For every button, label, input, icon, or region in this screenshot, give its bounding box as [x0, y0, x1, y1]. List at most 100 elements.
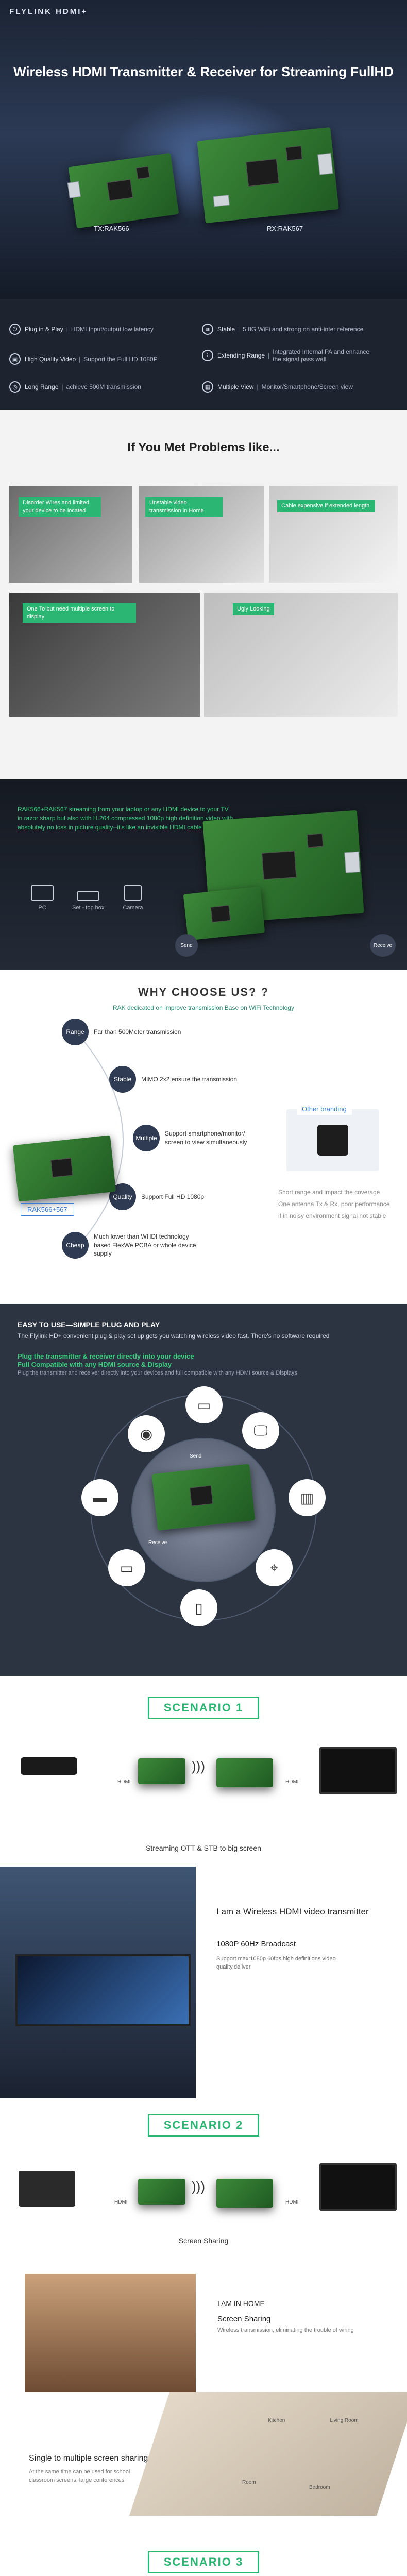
feature-multiview: ▦ Multiple View|Monitor/Smartphone/Scree… [202, 381, 403, 393]
rx-board-image [197, 127, 339, 224]
home-multi-desc: At the same time can be used for school … [29, 2469, 130, 2483]
showcase-section: RAK566+RAK567 streaming from your laptop… [0, 779, 407, 970]
showcase-text: RAK566+RAK567 streaming from your laptop… [18, 806, 233, 831]
easy-send-label: Send [190, 1453, 202, 1459]
settop-box-icon: ▬ [81, 1479, 118, 1516]
room-label: Room [242, 2480, 256, 2485]
promo-spec: 1080P 60Hz Broadcast [216, 1940, 296, 1948]
home-photo [25, 2274, 196, 2392]
problem-tag: Unstable video transmission in Home [145, 497, 223, 517]
problem-tag: Disorder Wires and limited your device t… [19, 497, 101, 517]
rak-board-image [12, 1135, 116, 1202]
why-title: WHY CHOOSE US? ? [138, 986, 269, 998]
easy-text: The Flylink HD+ convenient plug & play s… [18, 1332, 330, 1340]
device-stb: Set - top box [72, 885, 104, 911]
feature-quality: ▣ High Quality Video|Support the Full HD… [9, 353, 205, 365]
laptop-icon [31, 885, 54, 901]
hero-title: Wireless HDMI Transmitter & Receiver for… [13, 64, 394, 79]
hero-banner: FLYLINK HDMI+ Wireless HDMI Transmitter … [0, 0, 407, 299]
easy-subtext: Plug the transmitter and receiver direct… [18, 1370, 297, 1376]
hdmi-label-left: HDMI [117, 1779, 131, 1785]
scenario-1-title: SCENARIO 1 [0, 1697, 407, 1719]
wifi-icon: ≋ [202, 324, 213, 335]
scenario-3-section: SCENARIO 3 [0, 2521, 407, 2576]
problem-tag: Cable expensive if extended length [277, 500, 375, 512]
feature-plug: ⏻ Plug in & Play|HDMI Input/output low l… [9, 324, 205, 335]
gamepad-icon: ⌖ [256, 1549, 293, 1586]
brand-logo: FLYLINK HDMI+ [9, 7, 88, 16]
scenario-2-section: SCENARIO 2 HDMI ))) HDMI Screen Sharing [0, 2098, 407, 2263]
projector-icon: ▭ [185, 1386, 223, 1423]
why-choose-section: WHY CHOOSE US? ? RAK dedicated on improv… [0, 970, 407, 1304]
easy-heading: EASY TO USE—SIMPLE PLUG AND PLAY [18, 1320, 160, 1329]
problems-section: If You Met Problems like... Disorder Wir… [0, 410, 407, 779]
feature-long-range: ◎ Long Range|achieve 500M transmission [9, 381, 205, 393]
device-camera: Camera [123, 885, 143, 911]
feature-strip: ⏻ Plug in & Play|HDMI Input/output low l… [0, 299, 407, 410]
problem-tag: One To but need multiple screen to displ… [23, 603, 136, 623]
wifi-signal-icon: ))) [192, 2179, 205, 2194]
speaker-icon: ▥ [289, 1479, 326, 1516]
device-pc: PC [31, 885, 54, 911]
antenna-icon: ⌇ [202, 350, 213, 361]
promo-section: I am a Wireless HDMI video transmitter 1… [0, 1867, 407, 2098]
room-label: Kitchen [268, 2418, 285, 2424]
easy-green-2: Full Compatible with any HDMI source & D… [18, 1361, 172, 1368]
home-multi-title: Single to multiple screen sharing [29, 2454, 148, 2463]
problems-title: If You Met Problems like... [127, 440, 280, 454]
device-list: PC Set - top box Camera [31, 885, 143, 911]
scenario2-rx-image [216, 2179, 273, 2208]
settop-box-icon [77, 891, 100, 901]
wifi-signal-icon: ))) [192, 1758, 205, 1774]
home-desc: Wireless transmission, eliminating the t… [217, 2327, 354, 2333]
other-branding-box: Other branding [286, 1103, 379, 1171]
problem-tag: Ugly Looking [233, 603, 274, 615]
receive-badge: Receive [370, 934, 396, 957]
dvd-player-image [21, 1757, 77, 1775]
scenario1-tx-image [138, 1758, 185, 1784]
room-label: Bedroom [309, 2485, 330, 2490]
easy-board-image [151, 1464, 256, 1531]
rak-label: RAK566+567 [21, 1203, 74, 1216]
laptop-image [19, 2171, 75, 2207]
why-arc [76, 1031, 124, 1249]
easy-green-1: Plug the transmitter & receiver directly… [18, 1352, 194, 1360]
tv-icon: ▭ [108, 1549, 145, 1586]
camera-icon [124, 885, 142, 901]
room-label: Living Room [330, 2418, 359, 2424]
scenario1-rx-image [216, 1758, 273, 1787]
send-badge: Send [175, 934, 198, 957]
hd-icon: ▣ [9, 353, 21, 365]
home-title: I AM IN HOME [217, 2299, 265, 2308]
scenario-2-title: SCENARIO 2 [0, 2114, 407, 2137]
hdmi-label-left: HDMI [114, 2199, 128, 2205]
tv-image [319, 1747, 397, 1794]
multiview-icon: ▦ [202, 381, 213, 393]
other-branding-label: Other branding [297, 1103, 352, 1115]
showcase-tx-image [183, 886, 265, 941]
why-side-text: Short range and impact the coverage One … [278, 1189, 390, 1219]
home-section: I AM IN HOME Screen Sharing Wireless tra… [0, 2263, 407, 2521]
easy-receive-label: Receive [148, 1540, 167, 1546]
home-subtitle: Screen Sharing [217, 2315, 271, 2324]
tv-image [319, 2163, 397, 2211]
scenario-1-section: SCENARIO 1 HDMI ))) HDMI Streaming OTT &… [0, 1676, 407, 1867]
plug-icon: ⏻ [9, 324, 21, 335]
hdmi-label-right: HDMI [285, 2199, 299, 2205]
camera-icon: ◉ [128, 1415, 165, 1452]
monitor-icon: 🖵 [242, 1412, 279, 1449]
tx-label: TX:RAK566 [94, 225, 129, 232]
feature-stable: ≋ Stable|5.8G WiFi and strong on anti-in… [202, 324, 403, 335]
phone-icon: ▯ [180, 1589, 217, 1626]
other-device-image [317, 1125, 348, 1156]
scenario-1-caption: Streaming OTT & STB to big screen [146, 1844, 261, 1852]
feature-range: ⌇ Extending Range|Integrated Internal PA… [202, 348, 403, 363]
why-subtitle: RAK dedicated on improve transmission Ba… [113, 1004, 294, 1011]
scenario2-tx-image [138, 2179, 185, 2205]
